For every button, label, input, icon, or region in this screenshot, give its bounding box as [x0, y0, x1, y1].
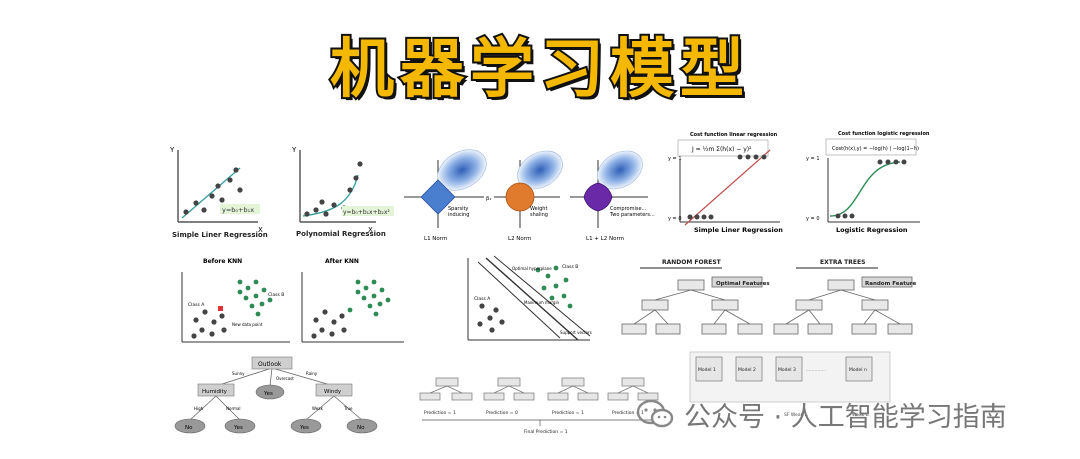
svg-text:Outlook: Outlook [258, 361, 282, 368]
panel-decision-tree: Outlook Humidity Yes Windy No Yes Yes No… [174, 356, 378, 434]
y-axis-label: Y [169, 146, 175, 154]
svg-text:Sunny: Sunny [232, 371, 245, 376]
panel-polynomial: Y X y=b₀+b₁x+b₂x² Polynomial Regression [291, 146, 394, 238]
svg-text:Model 1: Model 1 [698, 367, 716, 373]
svg-text:Weak: Weak [312, 406, 324, 411]
svg-text:Model 2: Model 2 [738, 367, 756, 373]
svg-text:Prediction = 0: Prediction = 0 [486, 410, 518, 416]
svg-text:No: No [185, 425, 193, 431]
svg-text:Logistic Regression: Logistic Regression [836, 226, 908, 234]
svg-text:Prediction = 1: Prediction = 1 [552, 410, 584, 416]
svg-text:J = ½m Σ(h(x) − y)²: J = ½m Σ(h(x) − y)² [691, 146, 752, 153]
regression-line [181, 167, 241, 219]
svg-text:Cost function logistic regress: Cost function logistic regression [838, 131, 930, 137]
svg-text:Compromise...: Compromise... [610, 206, 647, 212]
svg-text:..............: .............. [806, 368, 826, 373]
svg-text:SF Weak L.: SF Weak L. [784, 412, 809, 418]
svg-text:No: No [357, 425, 365, 431]
svg-text:RANDOM FOREST: RANDOM FOREST [662, 259, 722, 266]
svg-text:Class B: Class B [268, 292, 284, 298]
svg-text:L1 + L2 Norm: L1 + L2 Norm [586, 236, 624, 242]
svg-text:Yes: Yes [299, 425, 309, 431]
svg-text:Class B: Class B [562, 264, 578, 270]
svg-text:Optimal hyperplane: Optimal hyperplane [512, 266, 552, 271]
page-title: 机器学习模型 [328, 31, 750, 109]
equation-label: y=b₀+b₁x+b₂x² [343, 209, 390, 216]
svg-text:Windy: Windy [324, 389, 342, 395]
svg-text:shaling: shaling [530, 212, 548, 218]
svg-text:Simple Liner Regression: Simple Liner Regression [694, 226, 783, 234]
regression-curve [302, 174, 359, 217]
panel-caption: Simple Liner Regression [172, 231, 268, 239]
svg-text:Rainy: Rainy [306, 371, 318, 376]
svg-text:Weight: Weight [530, 206, 547, 212]
svg-text:Cost function linear regressio: Cost function linear regression [690, 132, 778, 138]
svg-text:Yes: Yes [233, 425, 243, 431]
watermark-text: 公众号 · 人工智能学习指南 [684, 401, 1007, 433]
svg-text:Yes: Yes [263, 391, 273, 397]
svg-text:New data point: New data point [232, 322, 263, 327]
svg-text:Prediction = 1: Prediction = 1 [612, 410, 644, 416]
panel-random-forest: RANDOM FOREST Optimal Features [621, 259, 770, 335]
svg-text:Cost(h(x),y) = −log(h) | −log(: Cost(h(x),y) = −log(h) | −log(1−h) [832, 146, 919, 152]
panel-linear-cost: Cost function linear regression J = ½m Σ… [668, 132, 783, 234]
panel-extra-trees: EXTRA TREES Random Feature [773, 259, 916, 335]
svg-text:L1 Norm: L1 Norm [424, 236, 447, 242]
equation-label: y=b₀+b₁x [222, 206, 254, 214]
svg-text:Model 3: Model 3 [778, 367, 796, 373]
svg-text:y = 1: y = 1 [806, 156, 820, 162]
svg-text:High: High [194, 406, 204, 411]
x-axis-label: X [368, 226, 373, 234]
svg-text:Support vectors: Support vectors [560, 330, 592, 335]
svg-text:Optimal Features: Optimal Features [716, 281, 770, 287]
svg-text:After KNN: After KNN [325, 258, 359, 265]
svg-text:EXTRA TREES: EXTRA TREES [820, 259, 865, 266]
svg-text:Random Feature: Random Feature [865, 281, 916, 287]
svg-text:Maximum margin: Maximum margin [524, 300, 560, 305]
data-points [183, 167, 243, 215]
svg-text:y = 0: y = 0 [668, 216, 682, 222]
svg-text:Model n: Model n [849, 367, 867, 373]
y-axis-label: Y [291, 146, 297, 154]
panel-simple-linear: Y X y=b₀+b₁x Simple Liner Regression [169, 146, 268, 239]
panel-logistic-cost: Cost function logistic regression Cost(h… [806, 131, 930, 234]
svg-text:y = 1: y = 1 [668, 156, 682, 162]
svg-text:inducing: inducing [448, 212, 469, 218]
panel-knn-after: After KNN [301, 258, 404, 343]
wechat-icon [636, 399, 674, 428]
svg-text:β₁: β₁ [486, 196, 491, 202]
svg-text:Normal: Normal [226, 406, 240, 411]
svg-text:y = 0: y = 0 [806, 216, 820, 222]
panel-regularization: β₁ Sparsity inducing L1 Norm Weight shal… [404, 149, 655, 242]
svg-text:Final Prediction = 1: Final Prediction = 1 [524, 429, 568, 435]
panel-knn-before: Before KNN Class A Class B New data poin… [181, 258, 290, 343]
svg-text:Before KNN: Before KNN [203, 258, 242, 265]
x-axis-label: X [258, 226, 263, 234]
svg-text:Class A: Class A [474, 296, 491, 302]
panel-caption: Polynomial Regression [296, 230, 386, 238]
panel-svm: Class A Class B Optimal hyperplane Maxim… [467, 255, 592, 341]
svg-text:Weak L.: Weak L. [852, 412, 870, 418]
svg-text:L2 Norm: L2 Norm [508, 236, 531, 242]
svg-text:Prediction = 1: Prediction = 1 [424, 410, 456, 416]
svg-text:Two parameters...: Two parameters... [609, 212, 655, 218]
svg-text:Class A: Class A [188, 302, 205, 308]
svg-text:True: True [343, 406, 353, 411]
svg-text:Sparsity: Sparsity [448, 206, 468, 212]
svg-text:Humidity: Humidity [202, 389, 228, 395]
panel-stacking: Model 1 Model 2 Model 3 Model n ........… [689, 351, 891, 418]
data-points [304, 161, 363, 217]
watermark: 公众号 · 人工智能学习指南 [636, 394, 1007, 434]
svg-text:Overcast: Overcast [276, 376, 294, 381]
panel-ensemble: Prediction = 1 Prediction = 0 Prediction… [419, 377, 660, 435]
